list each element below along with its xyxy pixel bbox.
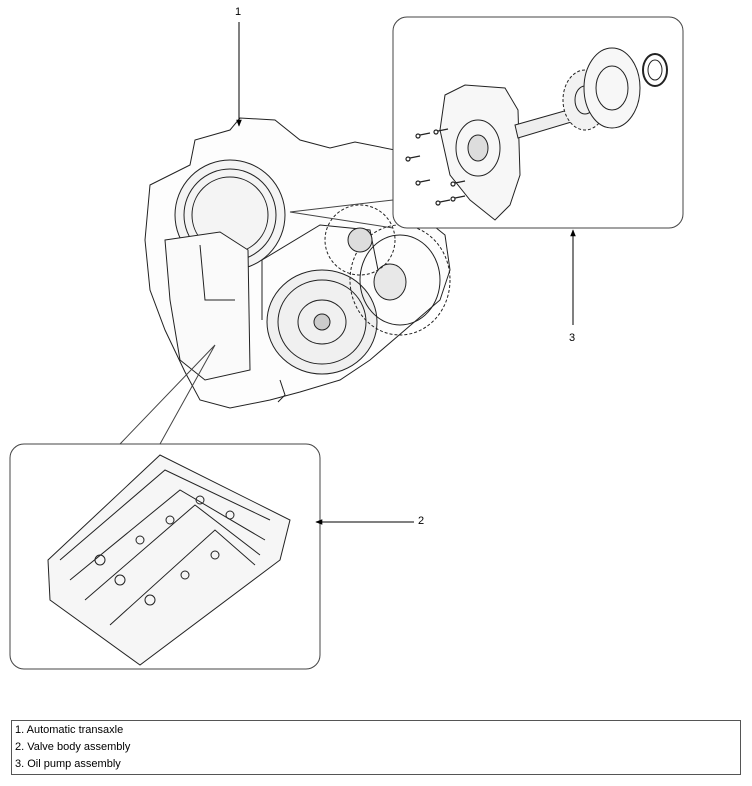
callout-2-number: 2: [418, 515, 425, 527]
automatic-transaxle-drawing: [144, 117, 451, 409]
callout-3-number: 3: [569, 332, 576, 344]
legend-item: 2. Valve body assembly: [15, 741, 131, 753]
callout-1-number: 1: [235, 6, 242, 18]
legend-item: 3. Oil pump assembly: [15, 758, 121, 770]
legend-item: 1. Automatic transaxle: [15, 724, 124, 736]
exploded-view-diagram: [9, 16, 684, 670]
valve-body-inset: [9, 344, 321, 670]
parts-legend: 1. Automatic transaxle 2. Valve body ass…: [11, 720, 741, 775]
oil-pump-inset: [289, 16, 684, 229]
